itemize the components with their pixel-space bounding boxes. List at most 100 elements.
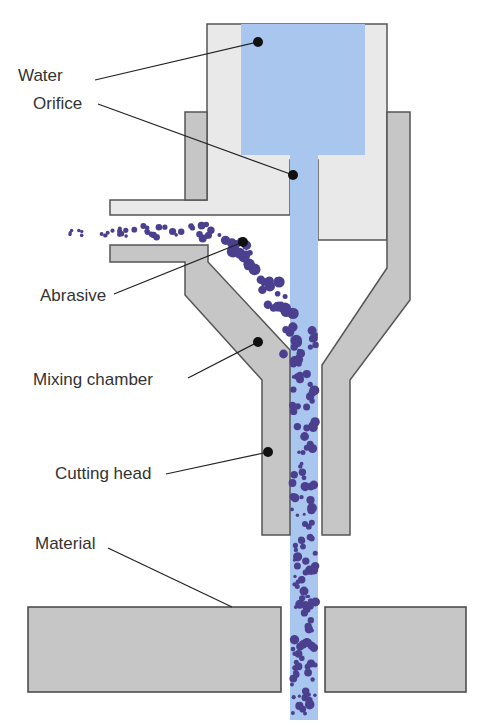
abrasive-particle	[80, 234, 84, 238]
abrasive-particle	[291, 493, 300, 502]
abrasive-particle	[290, 386, 296, 392]
leader-line	[114, 242, 243, 294]
abrasive-particle	[294, 563, 301, 570]
orifice-channel	[290, 154, 318, 244]
abrasive-particle	[234, 248, 245, 259]
cutting-head-wall	[185, 112, 207, 200]
leader-dots	[238, 37, 298, 457]
abrasive-particle	[293, 543, 298, 548]
abrasive-particle	[131, 227, 137, 233]
abrasive-particle	[299, 495, 303, 499]
abrasive-particle	[303, 425, 310, 432]
abrasive-particle	[302, 521, 308, 527]
abrasive-particle	[312, 342, 318, 348]
abrasive-particle	[293, 671, 299, 677]
abrasive-particle	[103, 234, 107, 238]
abrasive-particle	[302, 557, 309, 564]
water-jet	[290, 150, 318, 720]
abrasive-particle	[310, 677, 314, 681]
abrasive-particle	[305, 700, 315, 710]
abrasive-particle	[313, 551, 318, 556]
abrasive-particle	[124, 234, 128, 238]
abrasive-particle	[290, 508, 294, 512]
abrasive-particle	[178, 229, 184, 235]
abrasive-particle	[299, 595, 305, 601]
abrasive-particle	[298, 695, 301, 698]
abrasive-particle	[305, 595, 308, 598]
leader-lines	[95, 42, 293, 607]
leader-dot	[288, 170, 298, 180]
abrasive-particle	[310, 629, 314, 633]
material-block	[325, 607, 466, 692]
abrasive-particle	[293, 558, 296, 561]
abrasive-particle	[296, 361, 302, 367]
abrasive-particle	[293, 575, 296, 578]
abrasive-particle	[204, 234, 209, 239]
abrasive-particle	[310, 481, 319, 490]
leader-line	[95, 42, 258, 80]
abrasive-particle	[290, 635, 299, 644]
leader-line	[98, 104, 293, 175]
abrasive-particle	[290, 361, 297, 368]
abrasive-particle	[303, 370, 311, 378]
abrasive-particle	[300, 587, 309, 596]
abrasive-particle	[292, 665, 297, 670]
abrasive-particle	[294, 423, 301, 430]
abrasive-particle	[104, 234, 108, 238]
abrasive-particle	[301, 482, 310, 491]
leader-line	[188, 342, 258, 378]
abrasive-particle	[306, 496, 314, 504]
abrasive-particle	[291, 711, 295, 715]
abrasive-particle	[307, 441, 314, 448]
abrasive-particle	[123, 228, 128, 233]
abrasive-particle	[299, 656, 305, 662]
abrasive-particle	[296, 580, 301, 585]
part-label: Cutting head	[55, 464, 151, 484]
abrasive-particle	[290, 683, 294, 687]
abrasive-particle	[217, 233, 221, 237]
leader-dot	[253, 37, 263, 47]
abrasive-particle	[145, 229, 151, 235]
abrasive-particle	[297, 450, 301, 454]
abrasive-particle	[221, 236, 230, 245]
abrasive-particle	[300, 462, 304, 466]
abrasive-particle	[302, 601, 310, 609]
abrasive-particle	[275, 277, 280, 282]
abrasive-particle	[297, 349, 300, 352]
abrasive-particle	[307, 662, 311, 666]
material-block	[28, 607, 281, 692]
leader-dot	[263, 447, 273, 457]
abrasive-particle	[301, 450, 306, 455]
abrasive-particle	[300, 544, 306, 550]
abrasive-particle	[308, 617, 314, 623]
abrasive-particle	[301, 609, 308, 616]
abrasive-particle	[162, 225, 167, 230]
abrasive-particle	[303, 711, 307, 715]
abrasive-particle	[300, 432, 309, 441]
abrasive-particle	[303, 570, 309, 576]
cutting-head-wall	[110, 245, 290, 535]
abrasive-particle	[298, 537, 305, 544]
abrasive-particle	[296, 514, 299, 517]
abrasive-particle	[305, 623, 312, 630]
abrasive-particle	[150, 232, 156, 238]
leader-line	[166, 452, 268, 474]
part-label: Mixing chamber	[33, 370, 153, 390]
abrasive-particle	[265, 276, 274, 285]
abrasive-particle	[257, 275, 266, 284]
abrasive-particle	[80, 230, 83, 233]
abrasive-particle	[299, 469, 306, 476]
abrasive-particle	[308, 345, 313, 350]
abrasive-particle	[274, 276, 285, 287]
abrasive-particle	[289, 479, 297, 487]
abrasive-particle	[188, 223, 194, 229]
abrasive-particle	[310, 644, 318, 652]
abrasive-particle	[275, 302, 285, 312]
abrasive-particle	[293, 552, 302, 561]
abrasive-particle	[207, 227, 214, 234]
abrasive-particle	[313, 694, 316, 697]
abrasive-particle	[307, 566, 311, 570]
abrasive-particle	[310, 334, 318, 342]
abrasive-particle	[309, 385, 319, 395]
